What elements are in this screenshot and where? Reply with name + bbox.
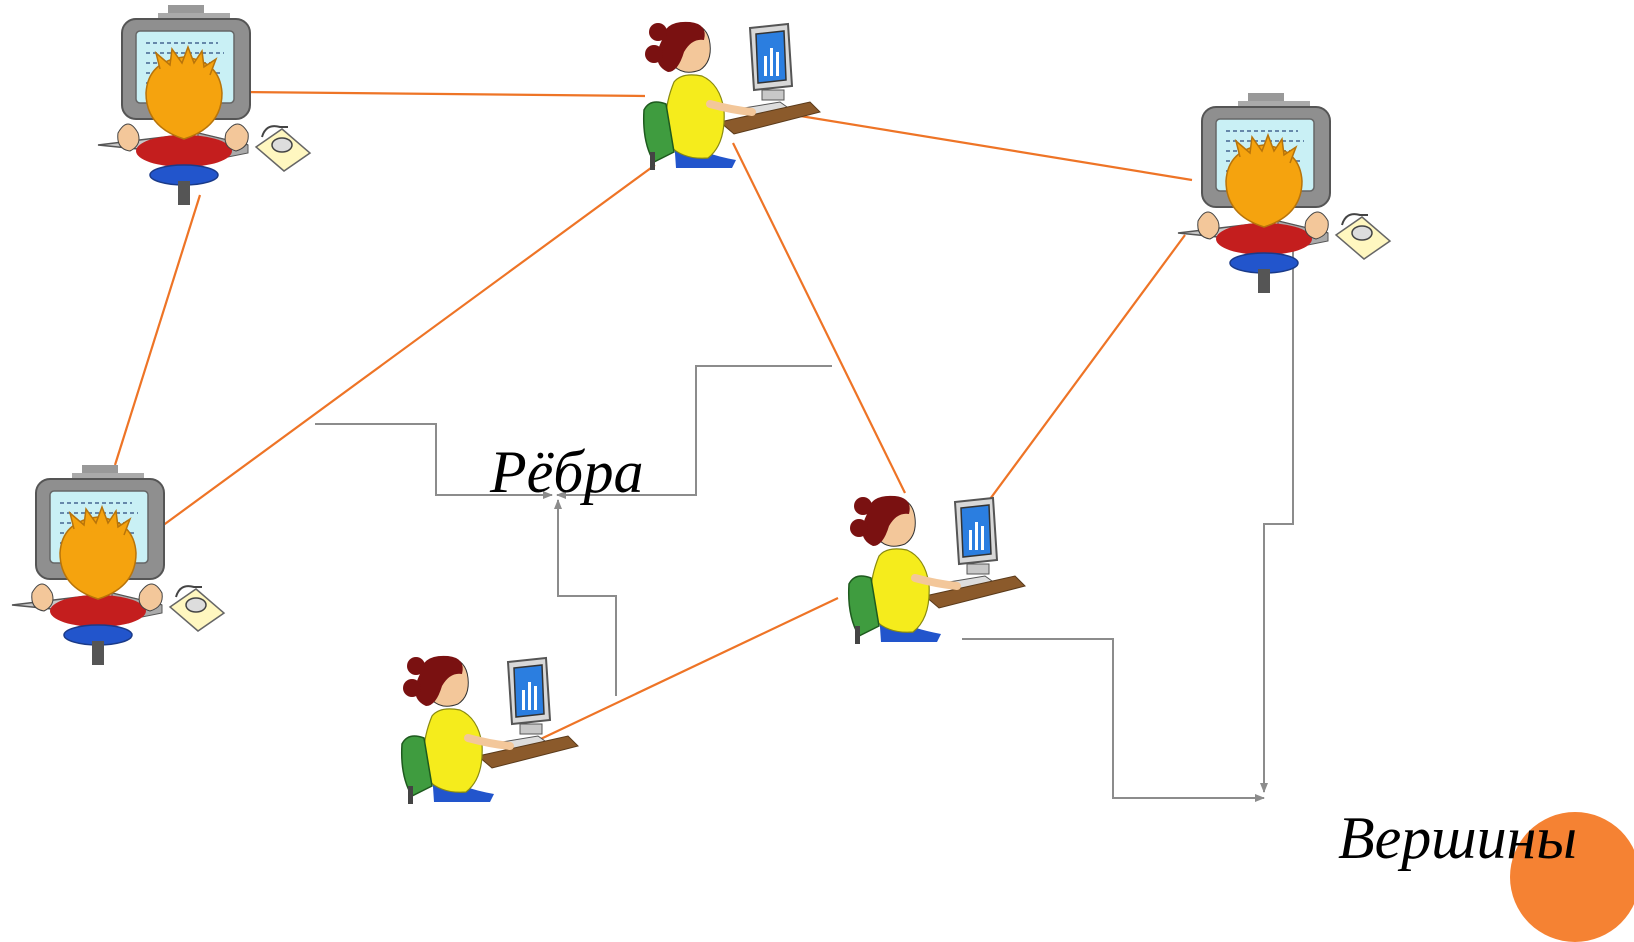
edges-pointer-line — [554, 499, 617, 696]
edges-pointers — [315, 365, 832, 696]
edge-line — [961, 234, 1186, 538]
girl-at-computer-icon — [849, 496, 1025, 644]
vertices-label: Вершины — [1338, 805, 1577, 871]
girl-at-computer-icon — [402, 656, 578, 804]
nodes — [11, 4, 1391, 804]
network-diagram — [11, 4, 1391, 870]
vertices-pointers — [962, 250, 1294, 802]
edge-line — [732, 142, 906, 494]
edge-line — [241, 90, 646, 98]
girl-at-computer-icon — [644, 22, 820, 170]
edge-line — [527, 597, 839, 746]
boy-at-computer-icon — [11, 464, 225, 666]
edge-line — [142, 164, 656, 541]
boy-at-computer-icon — [1177, 92, 1391, 294]
edges-label: Рёбра — [490, 439, 644, 505]
vertices-pointer-line — [1260, 250, 1294, 793]
boy-at-computer-icon — [97, 4, 311, 206]
edges-pointer-line — [315, 423, 553, 499]
vertices-pointer-line — [962, 638, 1265, 802]
edge-line — [113, 194, 202, 466]
edge-line — [781, 111, 1193, 182]
edges-pointer-line — [556, 365, 832, 499]
edges — [113, 90, 1193, 746]
